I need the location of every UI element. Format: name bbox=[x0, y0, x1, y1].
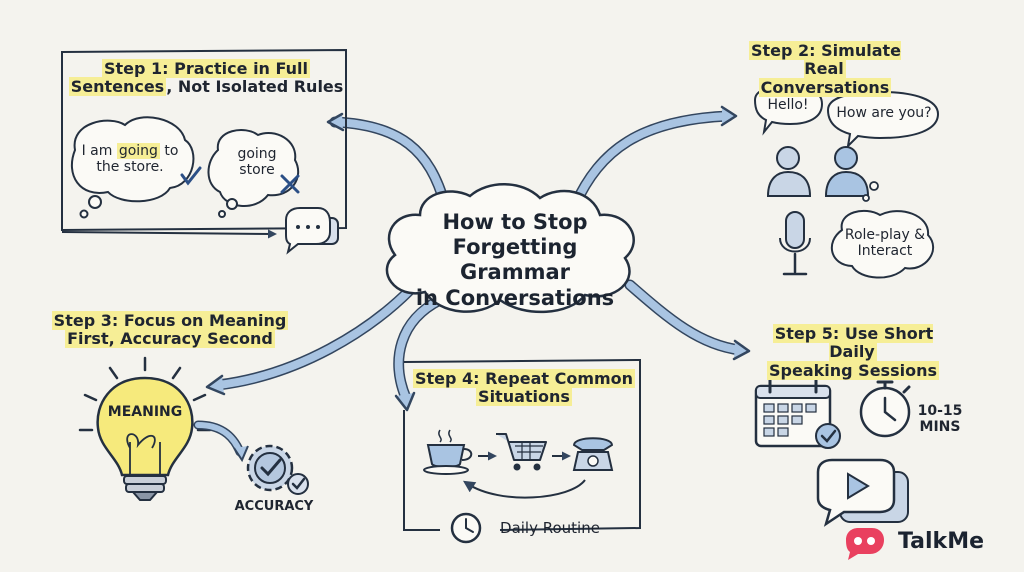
bubble-text-part: the store. bbox=[96, 159, 164, 176]
step2-title: Step 2: Simulate Real Conversations bbox=[730, 41, 920, 97]
brand-name: TalkMe bbox=[898, 529, 984, 554]
role-play-thought-bubble bbox=[830, 210, 935, 279]
step1-title-part: , Not Isolated Rules bbox=[166, 77, 344, 97]
step3-title: Step 3: Focus on Meaning First, Accuracy… bbox=[50, 311, 290, 349]
arrow-to-step2 bbox=[569, 105, 738, 211]
daily-routine-label: Daily Routine bbox=[500, 519, 600, 537]
bubble-text-part: store bbox=[239, 162, 275, 179]
brand-text: TalkMe bbox=[898, 529, 985, 554]
bubble-text-part: going bbox=[237, 146, 277, 162]
step2-title-part: Step 2: Simulate Real bbox=[749, 41, 901, 79]
role-play-bubble-text: Role-play & Interact bbox=[840, 227, 930, 259]
step3-title-part: Step 3: Focus on Meaning bbox=[51, 311, 289, 330]
talkme-logo-icon bbox=[846, 528, 884, 560]
central-topic-line: in Conversations bbox=[415, 285, 615, 310]
arrow-to-step5 bbox=[624, 279, 751, 361]
sentence-bubble-text: I am going to the store. bbox=[80, 143, 180, 175]
step5-title: Step 5: Use Short Daily Speaking Session… bbox=[748, 324, 958, 380]
arrow-to-step3 bbox=[205, 284, 416, 396]
step3-panel bbox=[78, 356, 309, 501]
sentence-thought-bubble bbox=[70, 116, 195, 203]
step1-title-part: Step 1: Practice in bbox=[103, 59, 276, 78]
light-bulb-icon bbox=[78, 356, 212, 501]
central-topic: How to Stop Forgetting Grammar in Conver… bbox=[395, 210, 635, 311]
cross-icon bbox=[280, 174, 300, 194]
step4-title: Step 4: Repeat Common Situations bbox=[410, 369, 638, 407]
timer-label-part: 10-15 bbox=[917, 403, 963, 419]
bubble-text-part: Interact bbox=[857, 243, 913, 260]
branch-arrows bbox=[205, 105, 751, 412]
gear-icon bbox=[246, 444, 294, 492]
step5-title-part: Step 5: Use Short Daily bbox=[772, 324, 934, 362]
step1-title-part: Full bbox=[275, 59, 309, 78]
step1-title: Step 1: Practice in Full Sentences, Not … bbox=[66, 59, 346, 97]
bubble-text-part: going bbox=[116, 143, 160, 159]
check-badge-icon bbox=[287, 473, 309, 495]
microphone-icon bbox=[779, 211, 811, 276]
meaning-label: MEANING bbox=[107, 404, 183, 420]
step3-title-part: First, Accuracy Second bbox=[65, 329, 275, 349]
arrow-to-step1 bbox=[326, 112, 451, 211]
chat-bubble-icon bbox=[285, 207, 339, 255]
stopwatch-icon bbox=[859, 380, 911, 438]
arrow-to-step4 bbox=[393, 294, 446, 412]
step4-panel bbox=[403, 358, 641, 544]
central-cloud bbox=[385, 183, 635, 314]
person-icon bbox=[766, 146, 812, 197]
isolated-bubble-text: going store bbox=[222, 146, 292, 178]
step4-title-part: Situations bbox=[476, 387, 572, 407]
step5-title-part: Speaking Sessions bbox=[767, 360, 939, 380]
bubble-text-part: to bbox=[159, 143, 179, 159]
bubble-text-part: I am bbox=[81, 143, 117, 159]
calendar-icon bbox=[754, 378, 841, 449]
coffee-cup-icon bbox=[423, 429, 473, 475]
accuracy-label: ACCURACY bbox=[234, 499, 314, 514]
step1-title-part: Sentences bbox=[68, 77, 167, 97]
isolated-thought-bubble bbox=[207, 129, 300, 208]
step5-panel bbox=[754, 378, 911, 527]
hello-bubble-text: Hello! bbox=[767, 97, 809, 113]
step1-panel bbox=[61, 48, 347, 255]
timer-label-part: MINS bbox=[919, 419, 961, 436]
telephone-icon bbox=[572, 437, 614, 471]
video-message-icon bbox=[816, 458, 909, 527]
step4-title-part: Step 4: Repeat Common bbox=[412, 369, 636, 388]
step2-title-part: Conversations bbox=[758, 77, 892, 97]
clock-icon bbox=[450, 512, 482, 544]
central-topic-line: How to Stop bbox=[442, 210, 588, 234]
central-topic-line: Forgetting Grammar bbox=[452, 235, 578, 285]
bubble-text-part: Role-play & bbox=[844, 227, 926, 243]
person-icon bbox=[824, 146, 870, 197]
how-are-you-bubble-text: How are you? bbox=[836, 105, 932, 121]
check-icon bbox=[180, 166, 202, 186]
shopping-cart-icon bbox=[496, 433, 547, 471]
timer-label: 10-15 MINS bbox=[912, 403, 968, 435]
